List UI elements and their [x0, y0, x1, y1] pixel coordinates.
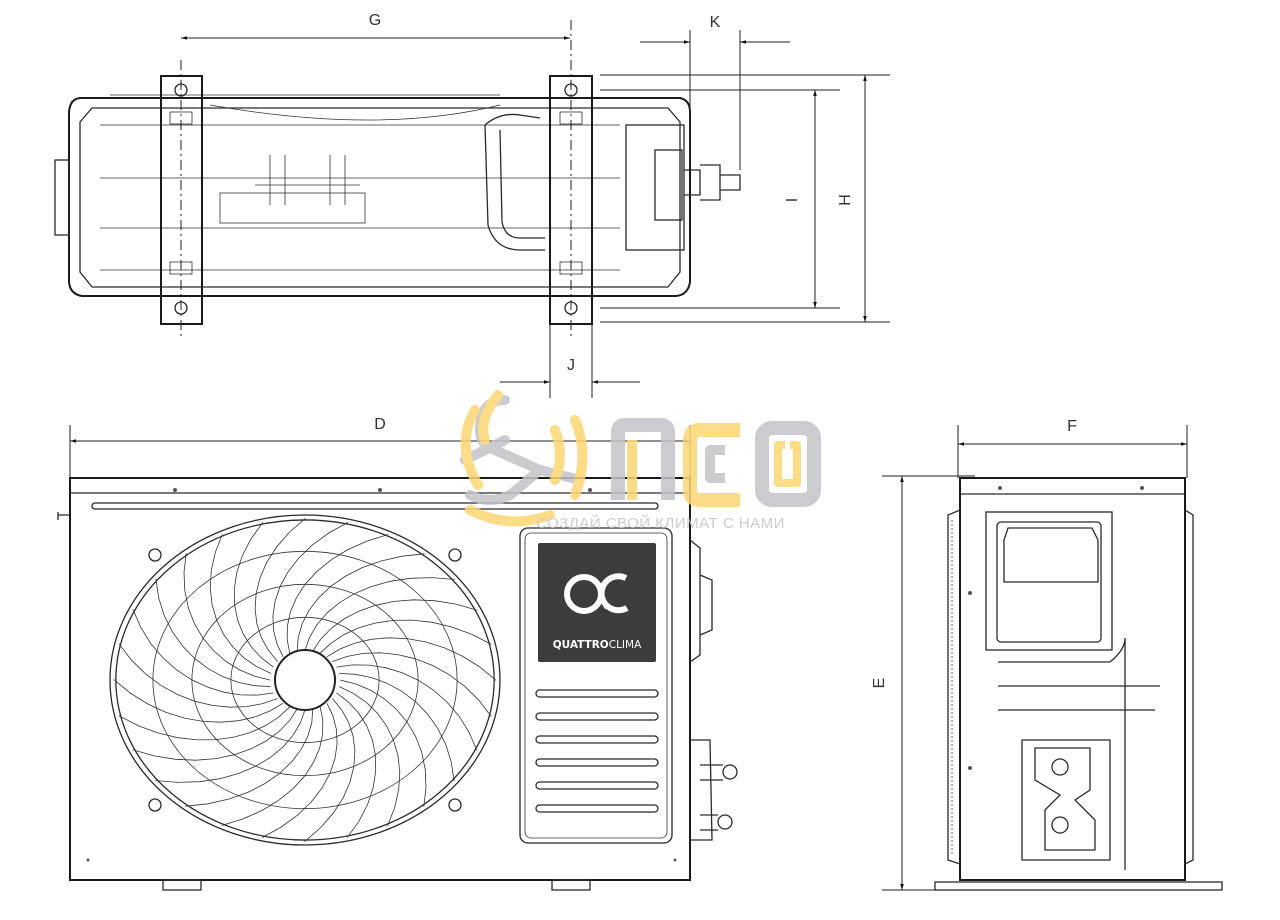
fan-guard-spoke — [336, 692, 377, 838]
dimension-label-e: E — [871, 678, 888, 689]
fan-guard-spoke — [272, 522, 349, 657]
fan-guard-spoke — [118, 706, 291, 741]
vent-slot — [535, 758, 659, 767]
dimension-k: K — [640, 14, 790, 170]
fan-guard-spoke — [296, 553, 425, 652]
dimension-label-d: D — [374, 416, 386, 433]
dimension-label-h: H — [837, 194, 854, 206]
fan-guard-spoke — [336, 664, 478, 751]
fan-guard-spoke — [339, 686, 401, 827]
dimension-j: J — [500, 324, 640, 398]
fan-guard-ring — [109, 514, 501, 846]
fan-guard-screw — [148, 798, 162, 812]
fan-guard-spoke — [286, 534, 389, 654]
dimension-label-f: F — [1067, 418, 1077, 435]
fan-guard-spoke — [155, 709, 306, 783]
watermark: СОЗДАЙ СВОЙ КЛИМАТ С НАМИ — [460, 390, 821, 532]
svg-text:QUATTROCLIMA: QUATTROCLIMA — [553, 639, 642, 651]
dimension-f: F — [957, 418, 1188, 478]
mounting-bracket-right — [549, 20, 593, 340]
fan-guard-spoke — [233, 522, 274, 668]
fan-guard-ring — [115, 519, 495, 841]
watermark-slogan: СОЗДАЙ СВОЙ КЛИМАТ С НАМИ — [536, 514, 785, 532]
fan-guard-screw — [448, 798, 462, 812]
dimension-g: G — [181, 12, 570, 40]
dimension-label-g: G — [369, 12, 381, 29]
fan-guard-screw — [448, 548, 462, 562]
dimension-d: D — [69, 416, 691, 478]
fan-guard-spoke — [261, 703, 338, 838]
fan-guard-spoke — [183, 553, 270, 681]
indoor-unit-top-view — [54, 20, 741, 340]
fan-guard-spoke — [185, 708, 314, 807]
fan-guard-spoke — [113, 679, 284, 723]
watermark-letters — [611, 418, 821, 507]
vent-slot — [535, 735, 659, 744]
vent-slot — [535, 689, 659, 698]
vent-grilles — [535, 689, 659, 813]
logo-name-bold: QUATTRO — [553, 639, 609, 651]
vent-slot — [535, 781, 659, 790]
brand-logo: QUATTROCLIMA — [538, 543, 656, 662]
dimension-h: H — [600, 74, 890, 323]
dimension-e: E — [871, 475, 975, 891]
fan-guard-spoke — [155, 578, 271, 687]
fan-guard-spoke — [132, 708, 298, 761]
fan-guard-ring — [152, 550, 458, 810]
dimension-i: I — [600, 89, 840, 309]
vent-slot — [535, 712, 659, 721]
outdoor-unit-front-view: QUATTROCLIMA — [57, 477, 738, 891]
fan-guard-screw — [148, 548, 162, 562]
fan-guard-spoke — [340, 679, 427, 807]
dimension-label-k: K — [710, 14, 721, 31]
logo-name-light: CLIMA — [609, 639, 642, 651]
fan-guard-spoke — [304, 698, 356, 843]
mounting-bracket-left — [160, 60, 203, 340]
vent-slot — [535, 804, 659, 813]
fan-guard-spoke — [332, 652, 492, 717]
fan-guard-spoke — [209, 533, 271, 674]
watermark-icon — [460, 390, 588, 527]
fan-guard-spoke — [221, 706, 324, 826]
fan-guard-spoke — [319, 619, 492, 654]
fan-guard-spoke — [312, 599, 478, 652]
fan-guard-spoke — [254, 517, 306, 662]
dimension-label-j: J — [567, 357, 575, 374]
fan-guard-spoke — [118, 643, 278, 708]
outdoor-unit-side-view — [934, 477, 1223, 891]
fan-hub — [274, 649, 336, 711]
fan-guard-spoke — [132, 609, 274, 696]
fan-guard-spoke — [304, 577, 455, 651]
fan-guard — [109, 514, 501, 846]
fan-guard-spoke — [326, 637, 497, 681]
fan-guard-spoke — [339, 673, 455, 782]
dimension-label-i: I — [784, 198, 801, 202]
